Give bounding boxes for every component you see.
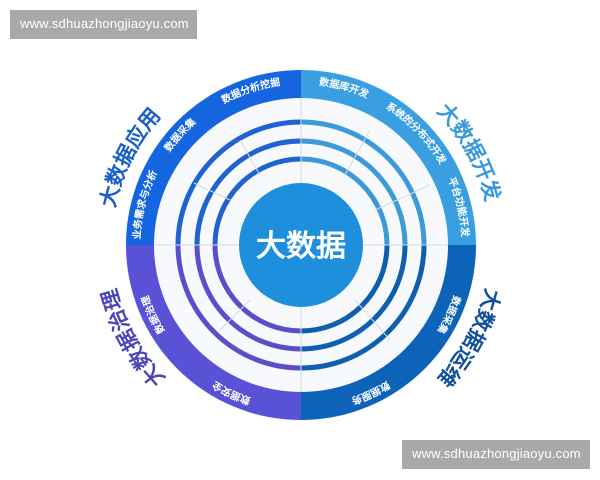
divider-lines bbox=[154, 98, 448, 392]
center-circle[interactable] bbox=[239, 183, 363, 307]
ring-segment-application[interactable] bbox=[126, 70, 301, 245]
outer-ring bbox=[126, 70, 476, 420]
ring-segment-development[interactable] bbox=[301, 70, 476, 245]
inner-rings bbox=[175, 119, 427, 371]
ring-segment-operations[interactable] bbox=[301, 245, 476, 420]
watermark-top: www.sdhuazhongjiaoyu.com bbox=[10, 10, 197, 39]
center-label: 大数据 bbox=[256, 229, 346, 264]
ring-segment-governance[interactable] bbox=[126, 245, 301, 420]
watermark-bottom: www.sdhuazhongjiaoyu.com bbox=[402, 440, 590, 469]
